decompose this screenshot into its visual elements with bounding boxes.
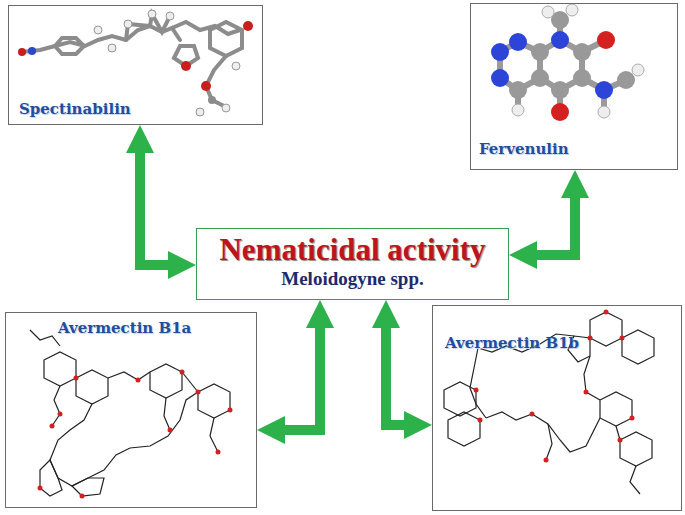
activity-heading: Nematicidal activity [197, 233, 508, 267]
double-arrow [386, 314, 418, 425]
avermectin-b1b-structure [444, 312, 654, 494]
spectinabilin-model [22, 14, 242, 106]
avermectin-b1a-structure [30, 330, 230, 496]
double-arrow [271, 314, 320, 430]
compound-panel: Avermectin B1b [432, 305, 682, 511]
fervenulin-atoms [491, 4, 644, 121]
compound-name: Fervenulin [479, 140, 569, 158]
b1a-oxygens [38, 370, 233, 499]
compound-panel: Avermectin B1a [5, 312, 257, 508]
compound-name: Avermectin B1a [58, 319, 191, 337]
activity-box: Nematicidal activityMeloidogyne spp. [196, 228, 509, 300]
b1b-oxygens [474, 310, 635, 463]
compound-panel: Fervenulin [470, 3, 678, 170]
compound-name: Spectinabilin [19, 100, 131, 118]
target-genus: Meloidogyne spp. [197, 267, 508, 291]
compound-panel: Spectinabilin [8, 5, 263, 125]
compound-name: Avermectin B1b [445, 334, 579, 352]
double-arrow [523, 184, 575, 255]
double-arrow [140, 139, 182, 265]
fervenulin-model [500, 20, 626, 112]
